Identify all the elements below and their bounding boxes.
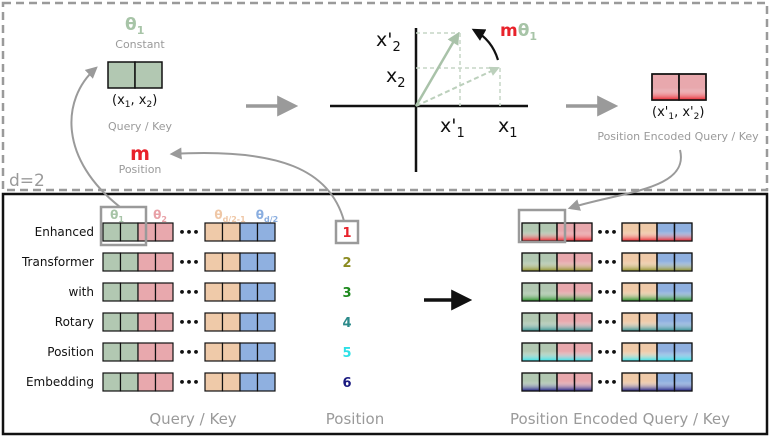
position-caption: Position: [326, 410, 384, 428]
query-key-row-5: •••: [102, 342, 276, 362]
query-key-row-2: •••: [102, 252, 276, 272]
word-label-3: with: [69, 285, 94, 299]
ellipsis: •••: [596, 286, 617, 299]
original-vector: [415, 66, 500, 107]
query-key-row-6: •••: [102, 372, 276, 392]
encoded-row-1: •••: [521, 222, 693, 242]
highlight-box-left: [99, 205, 148, 247]
ellipsis: •••: [178, 316, 199, 329]
ellipsis: •••: [178, 226, 199, 239]
ellipsis: •••: [596, 256, 617, 269]
position-4: 4: [342, 316, 351, 331]
axis-label-x1-prime: x'1: [440, 115, 465, 141]
encoded-row-3: •••: [521, 282, 693, 302]
encoded-caption-top: Position Encoded Query / Key: [597, 130, 759, 143]
query-key-caption: Query / Key: [149, 410, 236, 428]
d-label: d=2: [9, 171, 45, 191]
rotation-m-theta-label: mθ1: [500, 21, 537, 43]
encoded-row-5: •••: [521, 342, 693, 362]
query-key-row-1: •••: [102, 222, 276, 242]
axis-label-x1: x1: [498, 115, 518, 141]
position-1: 1: [342, 226, 351, 241]
axis-label-x2-prime: x'2: [376, 29, 401, 55]
position-2: 2: [342, 256, 351, 271]
word-label-6: Embedding: [26, 375, 94, 389]
query-key-vector: [107, 61, 163, 89]
theta-headers: θ1 θ2 θd/2-1 θd/2: [110, 208, 278, 224]
theta-header-3: θd/2-1: [214, 208, 246, 224]
position-5: 5: [342, 346, 351, 361]
theta-header-2: θ2: [153, 208, 167, 224]
highlight-box-right: [517, 208, 567, 244]
encoded-row-6: •••: [521, 372, 693, 392]
query-key-row-3: •••: [102, 282, 276, 302]
word-label-4: Rotary: [55, 315, 94, 329]
word-label-1: Enhanced: [35, 225, 94, 239]
word-label-5: Position: [47, 345, 94, 359]
ellipsis: •••: [178, 346, 199, 359]
encoded-pair-label: (x'1, x'2): [652, 105, 704, 122]
ellipsis: •••: [178, 286, 199, 299]
arrow-encoded-to-row: [567, 149, 682, 211]
rotation-arc: [471, 28, 500, 61]
theta-header-4: θd/2: [256, 208, 278, 224]
query-key-label-top: Query / Key: [108, 120, 173, 133]
theta-header-1: θ1: [110, 208, 124, 224]
positions-column: 1 2 3 4 5 6: [342, 226, 351, 391]
encoded-caption: Position Encoded Query / Key: [510, 410, 730, 428]
constant-label: Constant: [115, 38, 165, 51]
ellipsis: •••: [596, 316, 617, 329]
arrow-theta-to-constant: [70, 66, 121, 208]
rotation-plot: [330, 28, 528, 172]
position-6: 6: [342, 376, 351, 391]
query-key-rows: ••• ••• ••• ••• ••• •••: [102, 222, 276, 392]
position-3: 3: [342, 286, 351, 301]
position-label-top: Position: [119, 163, 162, 176]
encoded-row-4: •••: [521, 312, 693, 332]
ellipsis: •••: [596, 376, 617, 389]
vector-pair-label: (x1, x2): [112, 93, 157, 110]
m-label: m: [130, 143, 150, 165]
ellipsis: •••: [596, 346, 617, 359]
ellipsis: •••: [596, 226, 617, 239]
encoded-rows: ••• ••• ••• ••• ••• •••: [521, 222, 693, 392]
encoded-row-2: •••: [521, 252, 693, 272]
query-key-row-4: •••: [102, 312, 276, 332]
position-1-highlight-box: [334, 219, 360, 245]
bottom-panel-frame: [1, 192, 769, 436]
encoded-vector: [651, 73, 707, 101]
ellipsis: •••: [178, 256, 199, 269]
theta-1-label: θ1: [125, 15, 144, 37]
arrow-position-to-m: [169, 147, 345, 222]
axis-label-x2: x2: [386, 65, 406, 91]
ellipsis: •••: [178, 376, 199, 389]
word-label-2: Transformer: [21, 255, 94, 269]
rotated-vector: [414, 31, 460, 107]
top-panel-frame: [1, 1, 769, 192]
